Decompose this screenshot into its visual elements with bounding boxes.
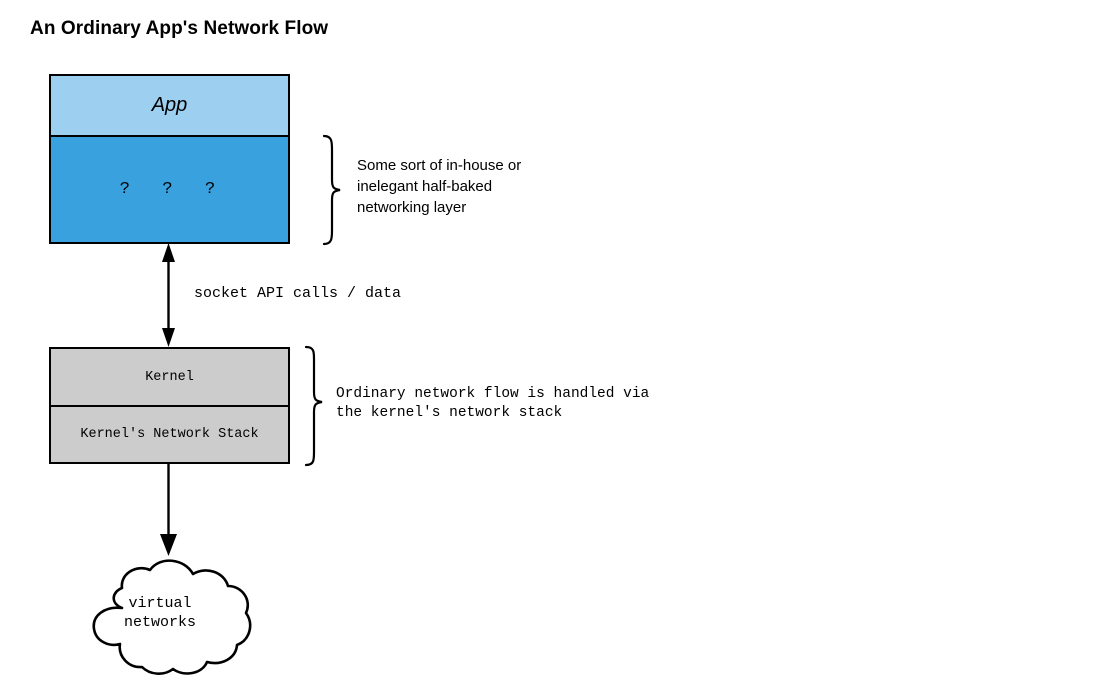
cloud-label: virtual networks [123, 595, 196, 631]
socket-api-arrow [162, 243, 175, 347]
kernel-annotation-text: Ordinary network flow is handled via the… [336, 386, 650, 421]
socket-api-arrow-label: socket API calls / data [194, 285, 402, 302]
app-box-label: App [151, 94, 188, 116]
egress-arrow [160, 464, 177, 556]
arrow-head-down [162, 328, 175, 347]
kernel-network-stack-label: Kernel's Network Stack [80, 427, 259, 442]
cloud-shape-icon [92, 559, 252, 675]
arrow-head-up [162, 243, 175, 262]
kernel-network-stack-box[interactable]: Kernel's Network Stack [51, 407, 288, 462]
app-annotation-brace [322, 134, 341, 246]
kernel-annotation-brace [304, 345, 323, 467]
virtual-networks-cloud[interactable]: virtual networks [60, 548, 260, 678]
unknown-networking-layer-label: ? ? ? [119, 180, 220, 199]
app-stack-group: App ? ? ? [49, 74, 290, 244]
kernel-box[interactable]: Kernel [51, 349, 288, 407]
unknown-networking-layer-box[interactable]: ? ? ? [51, 137, 288, 242]
kernel-stack-group: Kernel Kernel's Network Stack [49, 347, 290, 464]
app-annotation-text: Some sort of in-house or inelegant half-… [357, 157, 522, 216]
kernel-box-label: Kernel [145, 369, 194, 385]
page-title: An Ordinary App's Network Flow [30, 18, 329, 39]
app-box[interactable]: App [51, 76, 288, 137]
